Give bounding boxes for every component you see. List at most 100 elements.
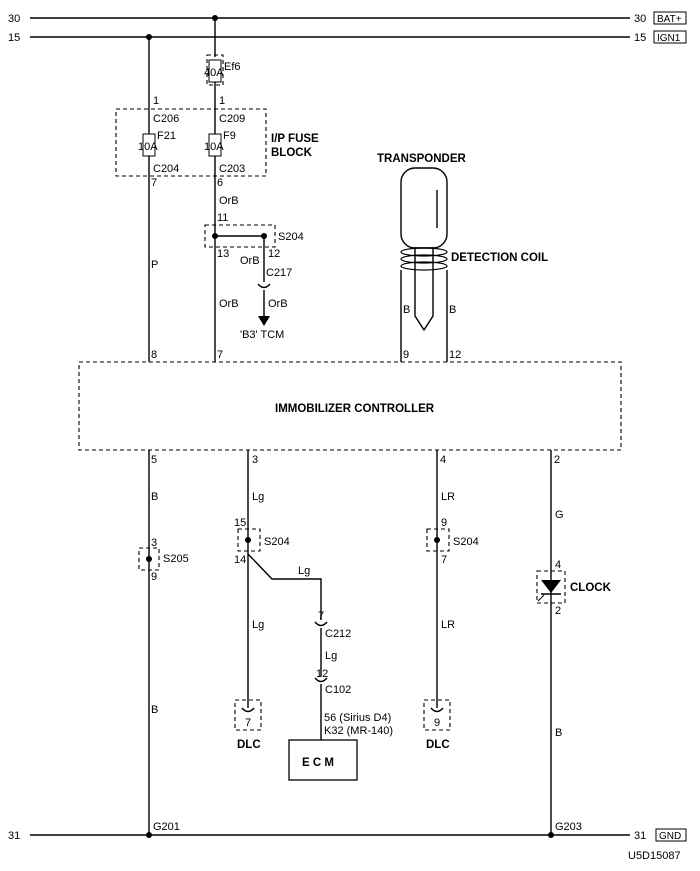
clock-circuit: G 4 CLOCK 2 B G203 (536, 450, 612, 838)
pin-label: 15 (234, 517, 246, 529)
ign-rail-left-label: 15 (8, 32, 20, 44)
splice-s204-label: S204 (278, 231, 304, 243)
connector-c209: C209 (219, 113, 245, 125)
wire-color-label: OrB (219, 298, 239, 310)
connector-c217: C217 (266, 267, 292, 279)
bat-rail-right-label: 30 (634, 13, 646, 25)
ignition-rail: 15 15 IGN1 (8, 30, 687, 44)
wire-color-label: OrB (268, 298, 288, 310)
splice-s204-label: S204 (264, 536, 290, 548)
fuse-f9-label: F9 (223, 130, 236, 142)
wire-color-label: G (555, 509, 564, 521)
clock-led-icon (541, 580, 561, 593)
pin-label: 3 (151, 537, 157, 549)
wire-color-label: P (151, 259, 158, 271)
battery-rail: 30 30 BAT+ (8, 11, 687, 25)
splice-s205-label: S205 (163, 553, 189, 565)
wire-color-label: B (449, 304, 456, 316)
pin-label: 8 (151, 349, 157, 361)
fuse-ef6-label: Ef6 (224, 61, 241, 73)
ground-circuit-g201: B 3 S205 9 B G201 (138, 450, 189, 838)
pin-label: 7 (151, 177, 157, 189)
fuse-ef6-rating: 40A (204, 67, 224, 79)
pin-label: 9 (403, 349, 409, 361)
wire-color-label: LR (441, 619, 455, 631)
fuse-block-title-1: I/P FUSE (271, 133, 319, 145)
pin-label: 3 (252, 454, 258, 466)
ign-feed-circuit: 1 C206 F21 10A C204 7 P (138, 34, 179, 362)
pin-label: 1 (219, 95, 225, 107)
tcm-label: 'B3' TCM (240, 329, 284, 341)
pin-label: 9 (441, 517, 447, 529)
gnd-rail-left-label: 31 (8, 830, 20, 842)
pin-label: 12 (268, 248, 280, 260)
fuse-f9-rating: 10A (204, 141, 224, 153)
ground-g203-label: G203 (555, 821, 582, 833)
dlc-label: DLC (237, 739, 261, 751)
pin-label: 12 (449, 349, 461, 361)
dlc-label: DLC (426, 739, 450, 751)
splice-s204-top: 11 S204 13 12 OrB C217 OrB 'B3' TCM (204, 212, 304, 341)
wire-color-label: Lg (325, 650, 337, 662)
wire-color-label: B (151, 704, 158, 716)
wire-color-label: LR (441, 491, 455, 503)
bat-feed-circuit: Ef6 40A 1 C209 F9 10A C203 6 OrB OrB (204, 15, 245, 362)
connector-c102: C102 (325, 684, 351, 696)
fuse-f21-label: F21 (157, 130, 176, 142)
connector-c203: C203 (219, 163, 245, 175)
ecm-pin-label-2: K32 (MR-140) (324, 725, 393, 737)
pin-label: 7 (441, 554, 447, 566)
pin-label: 14 (234, 554, 246, 566)
gnd-rail-right-label: 31 (634, 830, 646, 842)
pin-label: 13 (217, 248, 229, 260)
ip-fuse-block: I/P FUSE BLOCK (115, 108, 319, 177)
pin-label: 12 (316, 668, 328, 680)
splice-s204-label: S204 (453, 536, 479, 548)
pin-label: 11 (217, 212, 228, 224)
wire-color-label: B (151, 491, 158, 503)
pin-label: 7 (245, 717, 251, 729)
detection-coil-label: DETECTION COIL (451, 252, 548, 264)
clock-label: CLOCK (570, 582, 612, 594)
pin-label: 9 (434, 717, 440, 729)
bat-plus-tag: BAT+ (657, 14, 682, 25)
gnd-tag: GND (659, 831, 681, 842)
wire-color-label: Lg (252, 491, 264, 503)
pin-label: 9 (151, 571, 157, 583)
bat-rail-left-label: 30 (8, 13, 20, 25)
fuse-block-title-2: BLOCK (271, 147, 313, 159)
ecm-pin-label-1: 56 (Sirius D4) (324, 712, 391, 724)
pin-label: 2 (555, 605, 561, 617)
immobilizer-controller: IMMOBILIZER CONTROLLER 8 7 9 12 5 3 4 2 (78, 349, 622, 466)
transponder-label: TRANSPONDER (377, 153, 467, 165)
diagram-id: U5D15087 (628, 850, 681, 862)
wire-color-label: Lg (298, 565, 310, 577)
pin-label: 5 (151, 454, 157, 466)
pin-label: 4 (440, 454, 446, 466)
wire-color-label: Lg (252, 619, 264, 631)
connector-c206: C206 (153, 113, 179, 125)
ground-g201-label: G201 (153, 821, 180, 833)
wire-color-label: OrB (219, 195, 239, 207)
immobilizer-label: IMMOBILIZER CONTROLLER (275, 403, 435, 415)
ground-rail: 31 31 GND (8, 828, 687, 842)
ign-rail-right-label: 15 (634, 32, 646, 44)
pin-label: 4 (555, 559, 561, 571)
wire-color-label: OrB (240, 255, 260, 267)
ign1-tag: IGN1 (657, 33, 681, 44)
fuse-f21-rating: 10A (138, 141, 158, 153)
wire-color-label: B (403, 304, 410, 316)
dlc-ecm-circuit: Lg 15 S204 14 Lg Lg 7 C212 Lg 12 C102 56… (234, 450, 393, 781)
pin-label: 1 (153, 95, 159, 107)
pin-label: 2 (554, 454, 560, 466)
wire-color-label: B (555, 727, 562, 739)
pin-label: 7 (318, 610, 324, 622)
ecm-label: E C M (302, 757, 334, 769)
transponder-key: TRANSPONDER DETECTION COIL B B (377, 153, 548, 362)
connector-c204: C204 (153, 163, 179, 175)
dlc-circuit-right: LR 9 S204 7 LR 9 DLC (423, 450, 479, 751)
pin-label: 6 (217, 177, 223, 189)
dlc-connector-left: 7 DLC (234, 699, 262, 751)
connector-c212: C212 (325, 628, 351, 640)
pin-label: 7 (217, 349, 223, 361)
